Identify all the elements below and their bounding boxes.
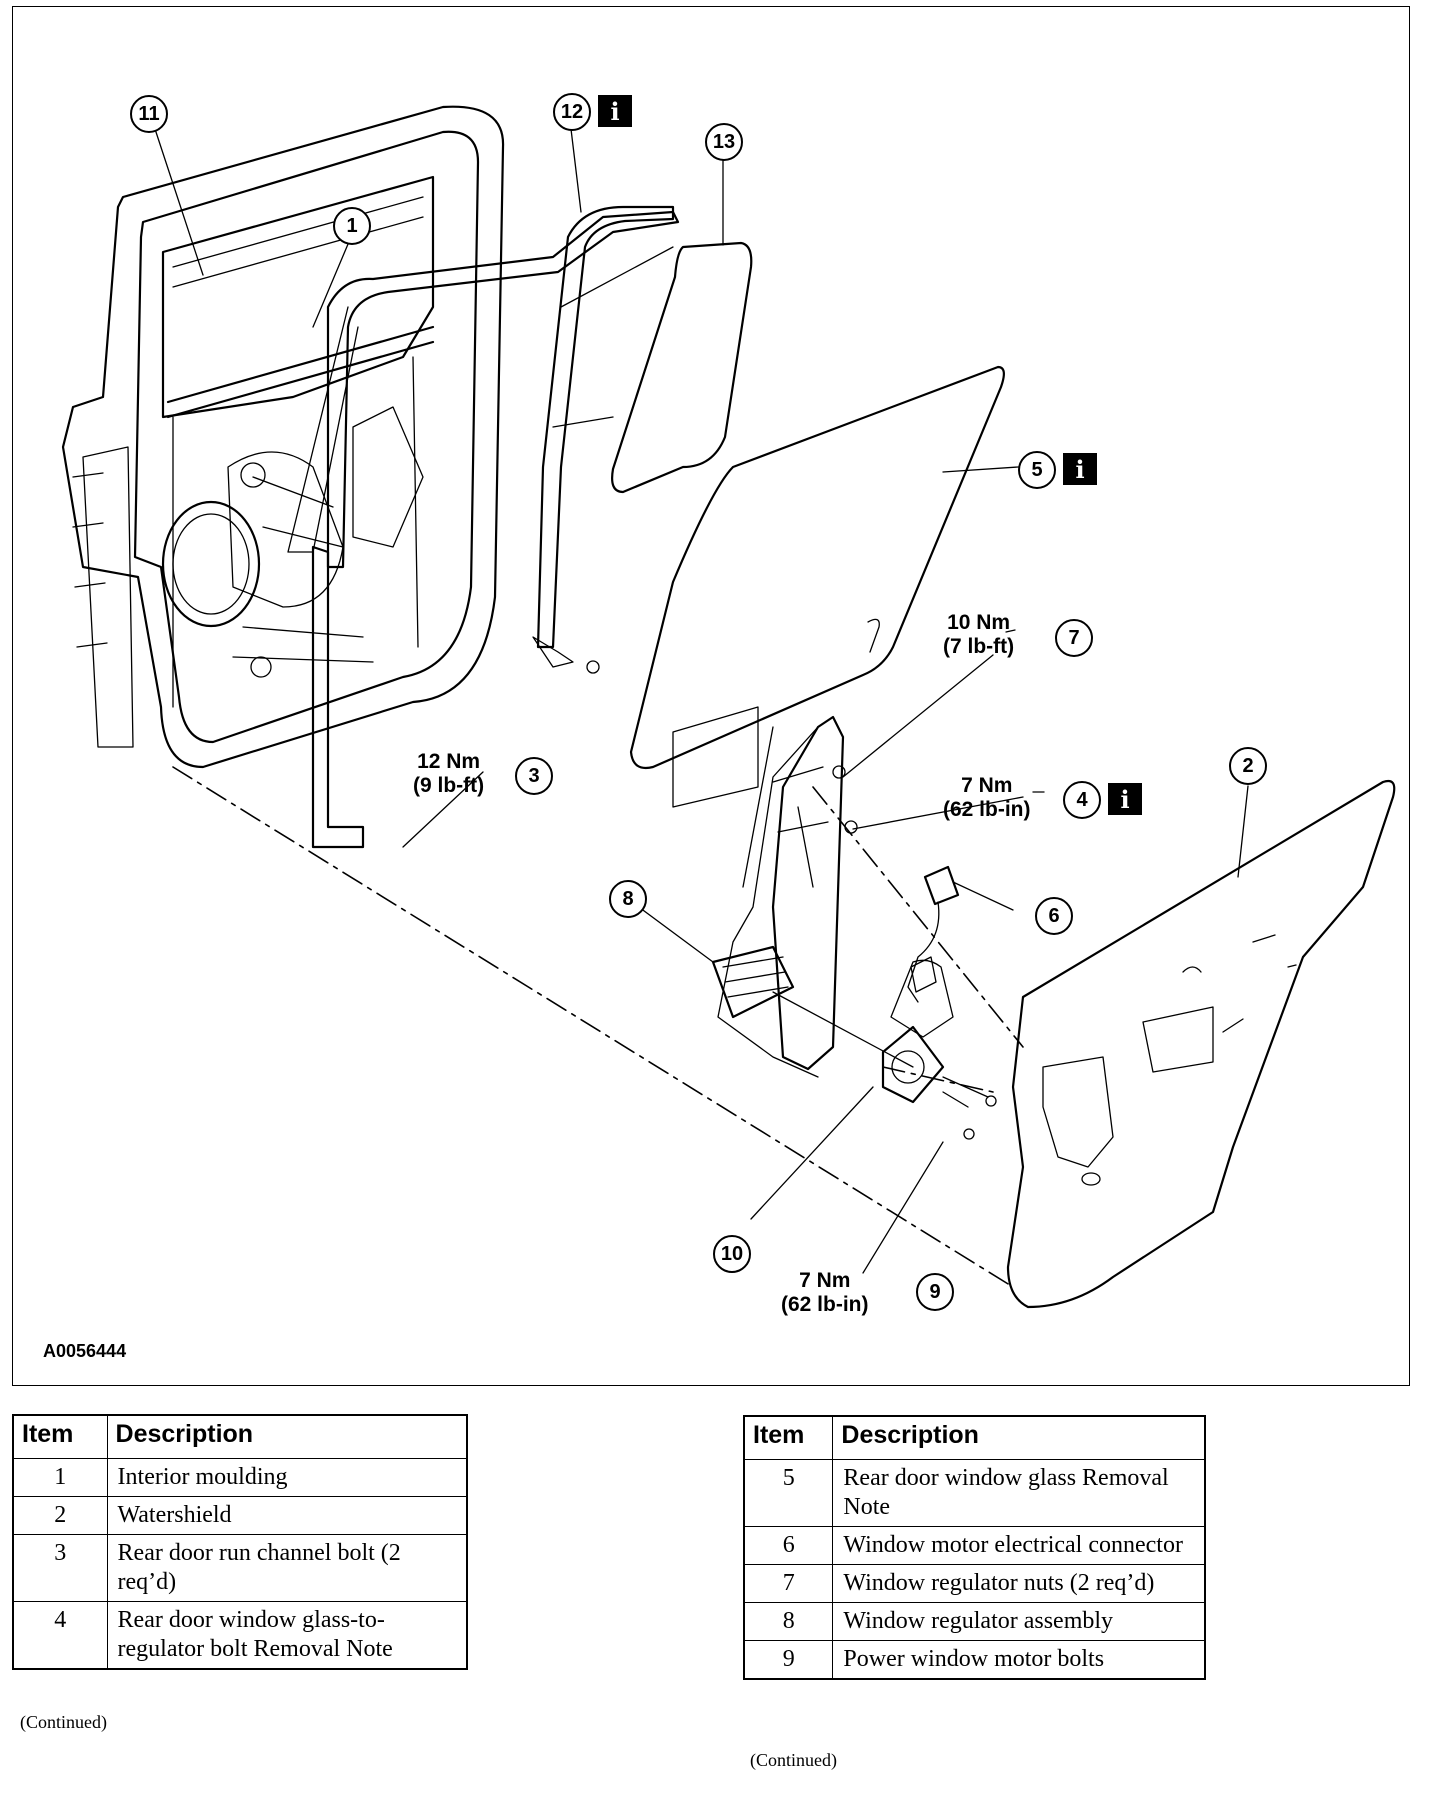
item-description: Window regulator nuts (2 req’d)	[832, 1564, 1206, 1603]
item-number: 6	[743, 1526, 834, 1565]
torque-imperial: (62 lb-in)	[781, 1293, 869, 1316]
header-item: Item	[743, 1415, 834, 1460]
leader-lines	[154, 128, 1249, 1274]
legend-header-row: Item Description	[12, 1414, 468, 1459]
item-number: 1	[12, 1458, 108, 1497]
callout-4: 4	[1063, 781, 1101, 819]
callout-9: 9	[916, 1273, 954, 1311]
table-row: 3 Rear door run channel bolt (2 req’d)	[12, 1534, 468, 1602]
table-row: 8 Window regulator assembly	[743, 1602, 1206, 1641]
header-description: Description	[106, 1414, 468, 1459]
rear-door-frame	[61, 105, 505, 769]
table-row: 7 Window regulator nuts (2 req’d)	[743, 1564, 1206, 1603]
callout-3: 3	[515, 757, 553, 795]
torque-spec-7: 10 Nm (7 lb-ft)	[943, 611, 1014, 659]
torque-imperial: (7 lb-ft)	[943, 635, 1015, 658]
run-channel	[532, 205, 675, 674]
item-description: Rear door run channel bolt (2 req’d)	[106, 1534, 468, 1602]
item-description: Rear door window glass-to-regulator bolt…	[106, 1601, 468, 1670]
figure-id: A0056444	[43, 1341, 127, 1361]
callout-10: 10	[713, 1235, 751, 1273]
callout-12: 12	[553, 93, 591, 131]
item-description: Rear door window glass Removal Note	[832, 1459, 1206, 1527]
callout-11: 11	[130, 95, 168, 133]
item-number: 7	[743, 1564, 834, 1603]
table-row: 2 Watershield	[12, 1496, 468, 1535]
window-glass	[629, 365, 1005, 808]
alignment-line-regulator	[812, 786, 1024, 1048]
callout-13: 13	[705, 123, 743, 161]
callout-6: 6	[1035, 897, 1073, 935]
callout-5: 5	[1018, 451, 1056, 489]
item-number: 5	[743, 1459, 834, 1527]
torque-spec-3: 12 Nm (9 lb-ft)	[413, 750, 484, 798]
callout-1: 1	[333, 207, 371, 245]
table-row: 6 Window motor electrical connector	[743, 1526, 1206, 1565]
interior-moulding	[287, 210, 680, 849]
alignment-line	[172, 766, 1014, 1288]
info-icon-5: i	[1063, 453, 1097, 485]
window-regulator	[711, 715, 997, 1140]
info-icon-4: i	[1108, 783, 1142, 815]
legend-table-left: Item Description 1 Interior moulding 2 W…	[12, 1414, 468, 1670]
quarter-glass	[611, 241, 753, 494]
header-item: Item	[12, 1414, 108, 1459]
table-row: 5 Rear door window glass Removal Note	[743, 1459, 1206, 1527]
continued-note-left: (Continued)	[20, 1712, 107, 1732]
torque-imperial: (9 lb-ft)	[413, 774, 485, 797]
torque-metric: 7 Nm	[799, 1269, 851, 1292]
torque-imperial: (62 lb-in)	[943, 798, 1031, 821]
info-icon-12: i	[598, 95, 632, 127]
callout-7: 7	[1055, 619, 1093, 657]
callout-8: 8	[609, 880, 647, 918]
torque-metric: 7 Nm	[961, 774, 1013, 797]
callout-2: 2	[1229, 747, 1267, 785]
electrical-connector	[907, 865, 960, 1003]
table-row: 9 Power window motor bolts	[743, 1640, 1206, 1680]
torque-spec-4: 7 Nm (62 lb-in)	[943, 774, 1031, 822]
header-description: Description	[832, 1415, 1206, 1460]
legend-header-row: Item Description	[743, 1415, 1206, 1460]
item-number: 8	[743, 1602, 834, 1641]
table-row: 1 Interior moulding	[12, 1458, 468, 1497]
exploded-view-figure: 11 1 12 i 13 5 i 7 3 4 i 2 6 8 10 9 10 N…	[12, 6, 1410, 1386]
item-description: Window motor electrical connector	[832, 1526, 1206, 1565]
continued-note-right: (Continued)	[750, 1750, 837, 1770]
item-description: Window regulator assembly	[832, 1602, 1206, 1641]
item-description: Watershield	[106, 1496, 468, 1535]
item-description: Interior moulding	[106, 1458, 468, 1497]
item-description: Power window motor bolts	[832, 1640, 1206, 1680]
watershield	[1006, 779, 1396, 1309]
exploded-view-drawing	[61, 105, 1396, 1309]
alignment-line-motor	[882, 1066, 994, 1093]
item-number: 3	[12, 1534, 108, 1602]
torque-spec-9: 7 Nm (62 lb-in)	[781, 1269, 869, 1317]
legend-table-right: Item Description 5 Rear door window glas…	[743, 1415, 1206, 1680]
item-number: 9	[743, 1640, 834, 1680]
torque-metric: 10 Nm	[947, 611, 1011, 634]
table-row: 4 Rear door window glass-to-regulator bo…	[12, 1601, 468, 1670]
item-number: 4	[12, 1601, 108, 1670]
item-number: 2	[12, 1496, 108, 1535]
torque-metric: 12 Nm	[417, 750, 481, 773]
